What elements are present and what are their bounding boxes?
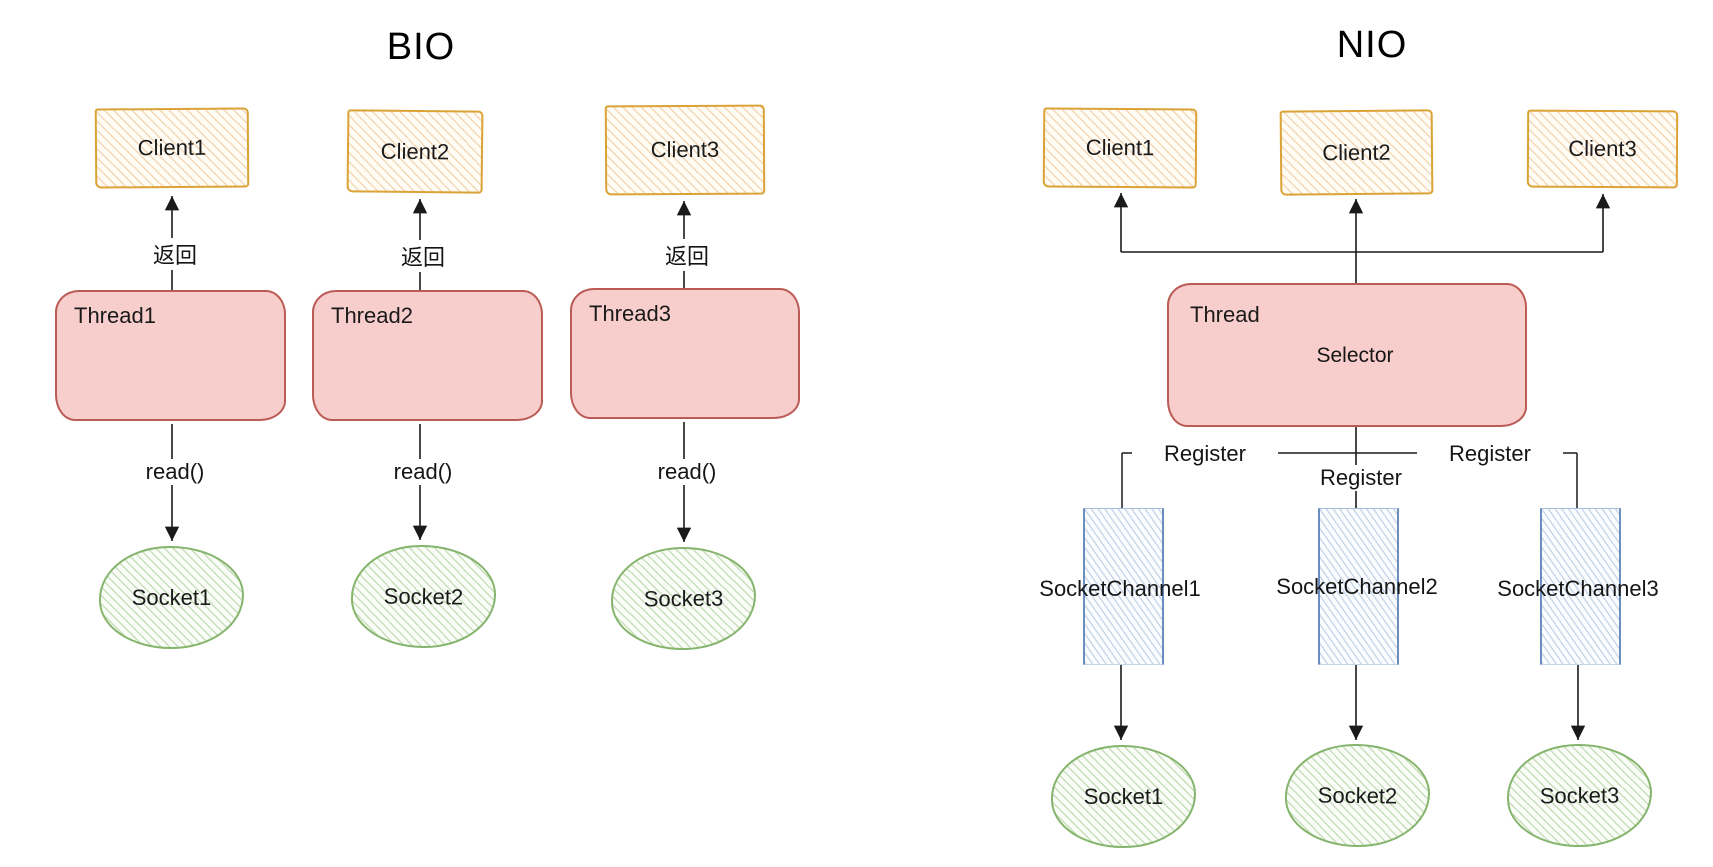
- nio-client2-label: Client2: [1322, 139, 1391, 165]
- nio-client1-box: Client1: [1042, 107, 1198, 189]
- nio-register-label-right: Register: [1417, 441, 1563, 467]
- nio-register-label-center: Register: [1286, 465, 1436, 491]
- nio-socket3-label: Socket3: [1539, 782, 1620, 808]
- bio-read-label-3: read(): [629, 459, 745, 485]
- nio-socket3: Socket3: [1506, 743, 1653, 848]
- nio-socket1-label: Socket1: [1083, 783, 1164, 809]
- bio-socket1-label: Socket1: [131, 584, 212, 610]
- bio-return-label-1: 返回: [127, 238, 223, 270]
- nio-channel2-box: [1318, 508, 1399, 665]
- bio-thread2-box: Thread2: [312, 290, 543, 421]
- nio-channel2-label: SocketChannel2: [1276, 574, 1438, 599]
- bio-read-label-2: read(): [365, 459, 481, 485]
- bio-thread2-label: Thread2: [331, 303, 413, 328]
- bio-read-label-1: read(): [117, 459, 233, 485]
- nio-socket2: Socket2: [1284, 743, 1431, 848]
- bio-thread3-label: Thread3: [589, 301, 671, 326]
- nio-channel3-box: [1540, 508, 1621, 665]
- nio-client2-box: Client2: [1279, 109, 1434, 196]
- bio-thread3-box: Thread3: [570, 288, 800, 419]
- bio-title: BIO: [386, 26, 456, 68]
- bio-client2-box: Client2: [346, 109, 484, 194]
- nio-register-label-left: Register: [1132, 441, 1278, 467]
- bio-client3-box: Client3: [604, 104, 766, 196]
- nio-client3-box: Client3: [1526, 109, 1679, 189]
- bio-return-label-2: 返回: [375, 240, 471, 272]
- bio-socket3: Socket3: [610, 546, 757, 651]
- nio-client1-label: Client1: [1085, 134, 1155, 161]
- nio-client3-label: Client3: [1568, 135, 1637, 162]
- bio-client1-label: Client1: [137, 134, 207, 161]
- nio-channel1-box: [1083, 508, 1164, 665]
- nio-channel1-label: SocketChannel1: [1039, 576, 1201, 601]
- bio-thread1-box: Thread1: [55, 290, 286, 421]
- bio-client2-label: Client2: [380, 138, 450, 164]
- bio-client3-label: Client3: [650, 136, 720, 163]
- nio-title: NIO: [1336, 24, 1408, 66]
- selector-label: Selector: [1316, 344, 1394, 367]
- bio-socket2: Socket2: [350, 543, 497, 650]
- nio-thread-label: Thread: [1190, 302, 1260, 327]
- nio-channel3-label: SocketChannel3: [1497, 576, 1659, 601]
- bio-socket2-label: Socket2: [383, 582, 464, 610]
- bio-thread1-label: Thread1: [74, 303, 156, 328]
- bio-socket1: Socket1: [99, 546, 244, 649]
- bio-return-label-3: 返回: [639, 239, 735, 271]
- bio-client1-box: Client1: [94, 107, 250, 189]
- bio-socket3-label: Socket3: [643, 585, 724, 611]
- nio-socket1: Socket1: [1051, 745, 1196, 848]
- nio-socket2-label: Socket2: [1317, 782, 1398, 808]
